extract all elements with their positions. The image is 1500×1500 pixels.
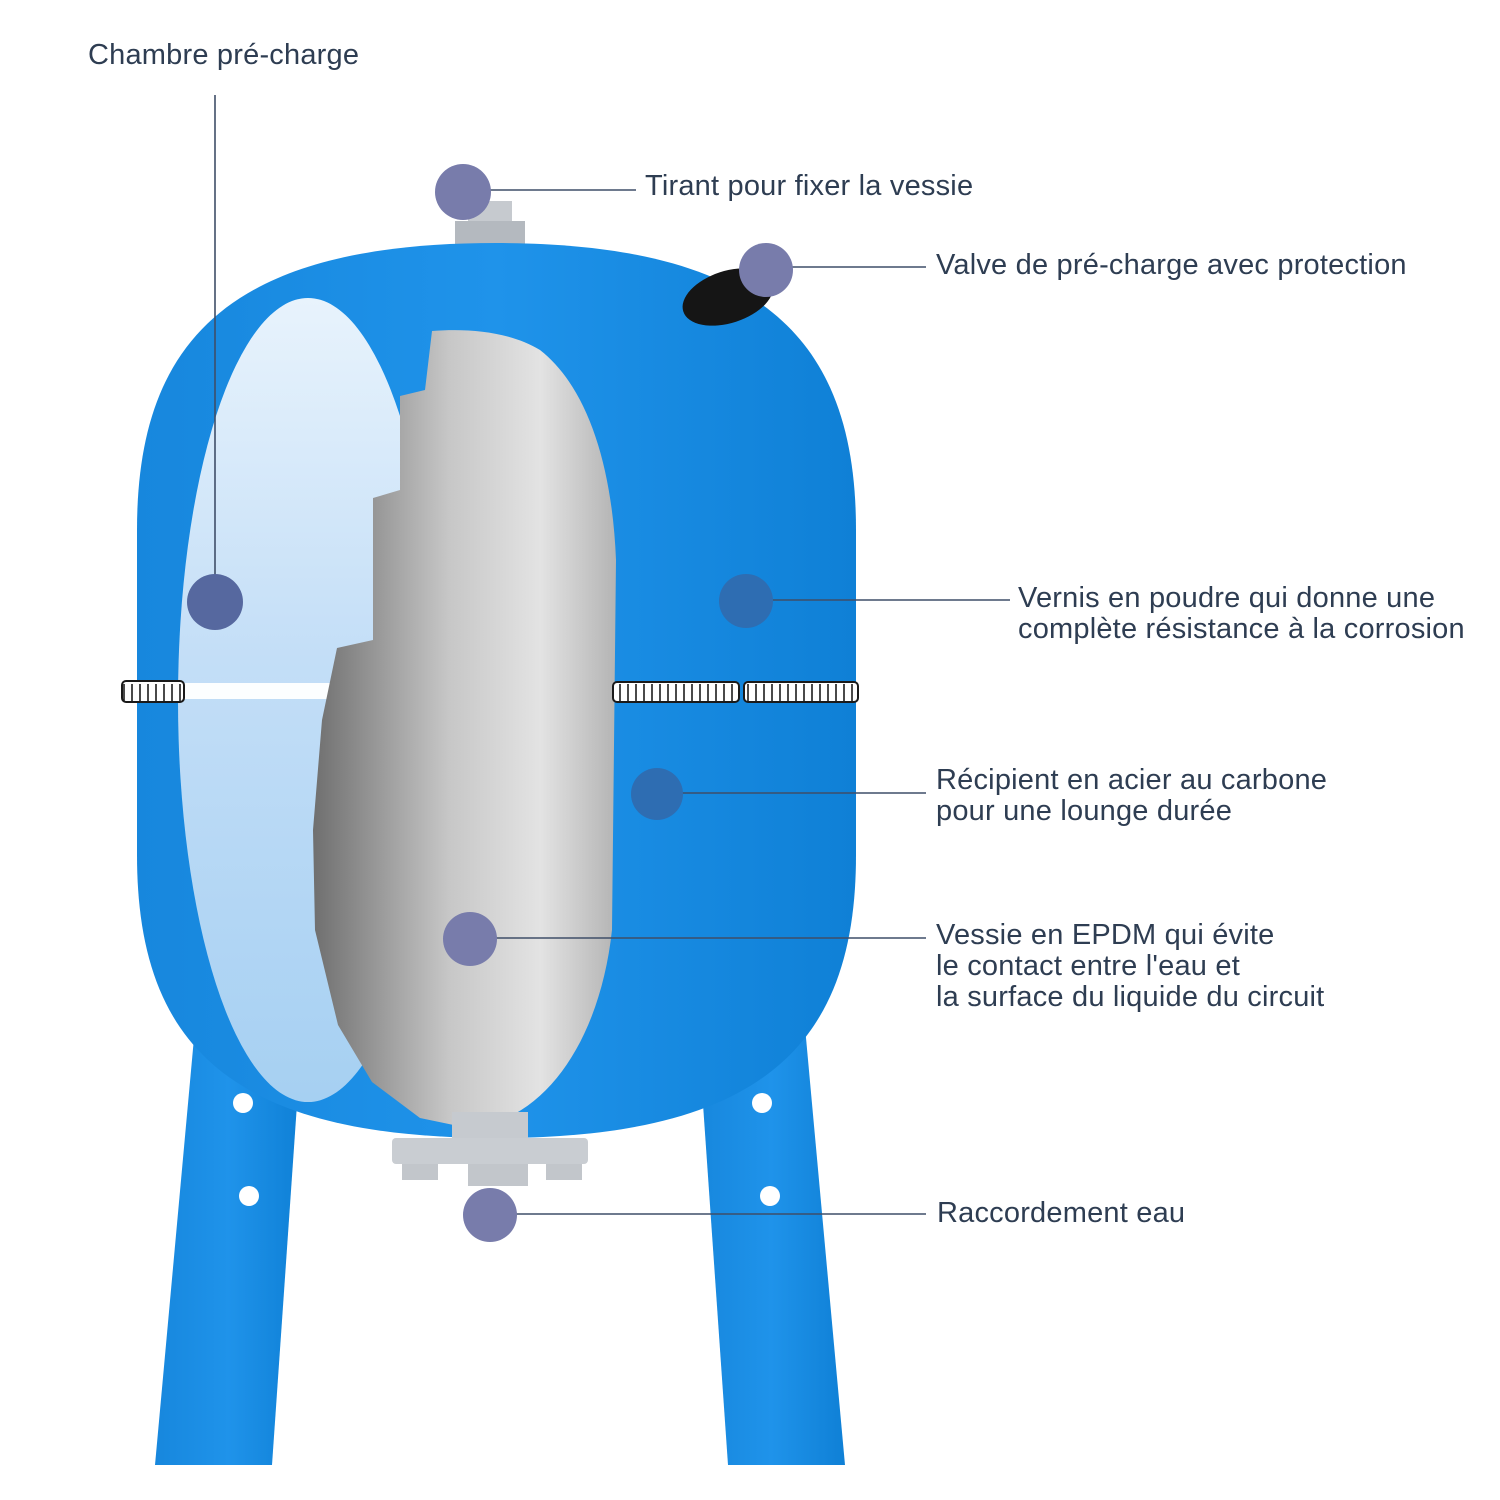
tank-leg-right bbox=[698, 1005, 845, 1465]
bottom-fitting bbox=[392, 1112, 588, 1186]
label-recipient-line1: Récipient en acier au carbone bbox=[936, 764, 1328, 796]
label-vessie-line3: la surface du liquide du circuit bbox=[936, 981, 1325, 1013]
label-recipient-line2: pour une lounge durée bbox=[936, 795, 1233, 827]
callout-dot-raccordement bbox=[463, 1188, 517, 1242]
callout-dot-recipient bbox=[631, 768, 683, 820]
label-recipient: Récipient en acier au carbone pour une l… bbox=[936, 765, 1327, 827]
weld-seam-band bbox=[146, 683, 346, 699]
label-vessie-line2: le contact entre l'eau et bbox=[936, 950, 1240, 982]
callout-dot-tirant bbox=[435, 164, 491, 220]
label-valve: Valve de pré-charge avec protection bbox=[936, 249, 1407, 281]
leg-holes bbox=[233, 1093, 780, 1206]
label-raccordement: Raccordement eau bbox=[937, 1197, 1186, 1229]
label-vernis-line1: Vernis en poudre qui donne une bbox=[1018, 582, 1436, 614]
label-vernis: Vernis en poudre qui donne une complète … bbox=[1018, 583, 1465, 645]
bladder bbox=[313, 330, 616, 1128]
weld-seam-left bbox=[121, 680, 185, 703]
callout-dot-vernis bbox=[719, 574, 773, 628]
callout-dot-valve bbox=[739, 243, 793, 297]
label-chambre-precharge: Chambre pré-charge bbox=[88, 39, 360, 71]
label-vessie: Vessie en EPDM qui évite le contact entr… bbox=[936, 920, 1324, 1013]
tank-leg-left bbox=[155, 1005, 302, 1465]
callout-lines bbox=[214, 95, 1010, 1215]
callout-dot-chambre bbox=[187, 574, 243, 630]
callout-dot-vessie bbox=[443, 912, 497, 966]
label-vessie-line1: Vessie en EPDM qui évite bbox=[936, 919, 1275, 951]
weld-seam-right bbox=[612, 681, 859, 703]
callout-dots bbox=[187, 164, 793, 1242]
label-tirant: Tirant pour fixer la vessie bbox=[645, 170, 974, 202]
label-vernis-line2: complète résistance à la corrosion bbox=[1018, 613, 1465, 645]
